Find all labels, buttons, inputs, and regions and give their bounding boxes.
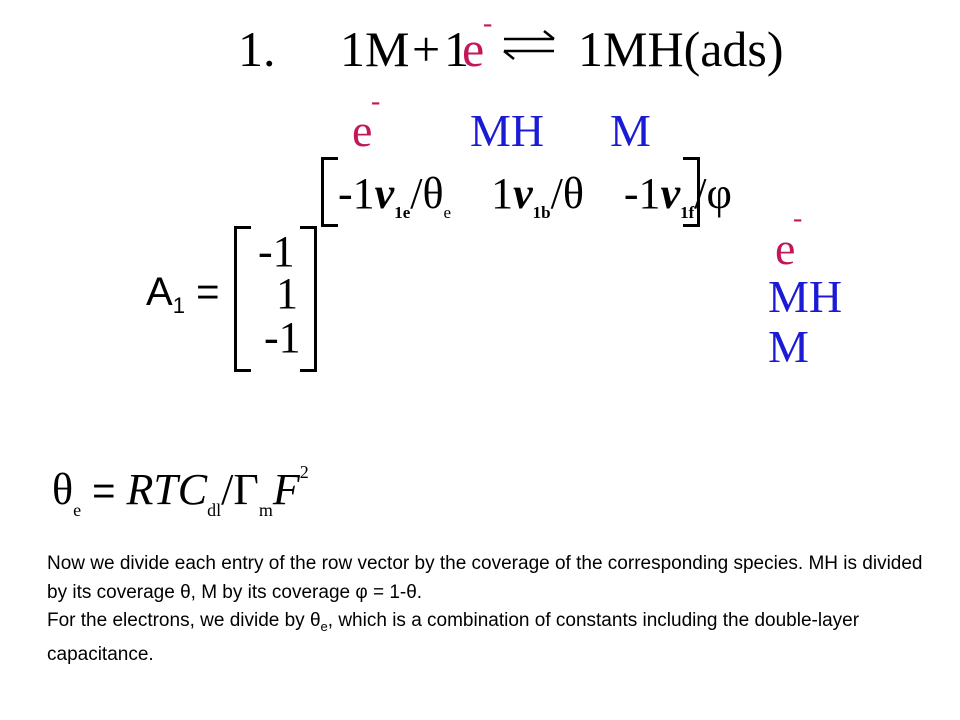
row-label-mh: MH <box>768 271 843 322</box>
column-header-electron-charge: - <box>371 86 381 117</box>
column-header-m: M <box>610 105 651 156</box>
reaction-equation: 1. 1M + 1 e - 1MH(ads) <box>0 8 960 88</box>
row-vector: -1v1e/θe 1v1b/θ -1v1f/φ <box>338 168 732 223</box>
electron-coefficient: 1 <box>444 21 469 77</box>
row-entry-electron: -1v1e/θe <box>338 169 452 222</box>
column-header-mh: MH <box>470 105 545 156</box>
row-label-electron: e <box>775 223 796 274</box>
theta-e-formula: θe = RTCdl/ΓmF2 <box>52 462 309 520</box>
row-entry-mh: 1v1b/θ <box>491 169 584 222</box>
equilibrium-arrow-icon <box>503 30 555 60</box>
matrix-label: A1 = <box>146 270 220 318</box>
reactant-m: 1M <box>340 21 410 77</box>
column-entry-3: -1 <box>264 313 301 362</box>
column-entry-1: -1 <box>258 227 295 276</box>
column-vector-left-bracket <box>234 226 251 372</box>
row-entry-m: -1v1f/φ <box>623 169 732 222</box>
row-label-electron-charge: - <box>793 203 803 234</box>
row-vector-left-bracket <box>321 157 338 227</box>
column-vector-right-bracket <box>300 226 317 372</box>
column-entry-2: 1 <box>276 269 298 318</box>
electron-charge: - <box>483 8 493 39</box>
row-vector-right-bracket <box>683 157 700 227</box>
plus-sign: + <box>412 21 441 77</box>
paragraph-line-2: For the electrons, we divide by θe, whic… <box>47 610 860 666</box>
reaction-number: 1. <box>238 21 276 77</box>
product-mh-ads: 1MH(ads) <box>578 21 784 77</box>
column-header-electron: e <box>352 105 373 156</box>
paragraph-line-1: Now we divide each entry of the row vect… <box>47 553 923 603</box>
explanation-text: Now we divide each entry of the row vect… <box>47 550 927 670</box>
electron-symbol: e <box>462 21 485 77</box>
row-label-m: M <box>768 321 809 372</box>
